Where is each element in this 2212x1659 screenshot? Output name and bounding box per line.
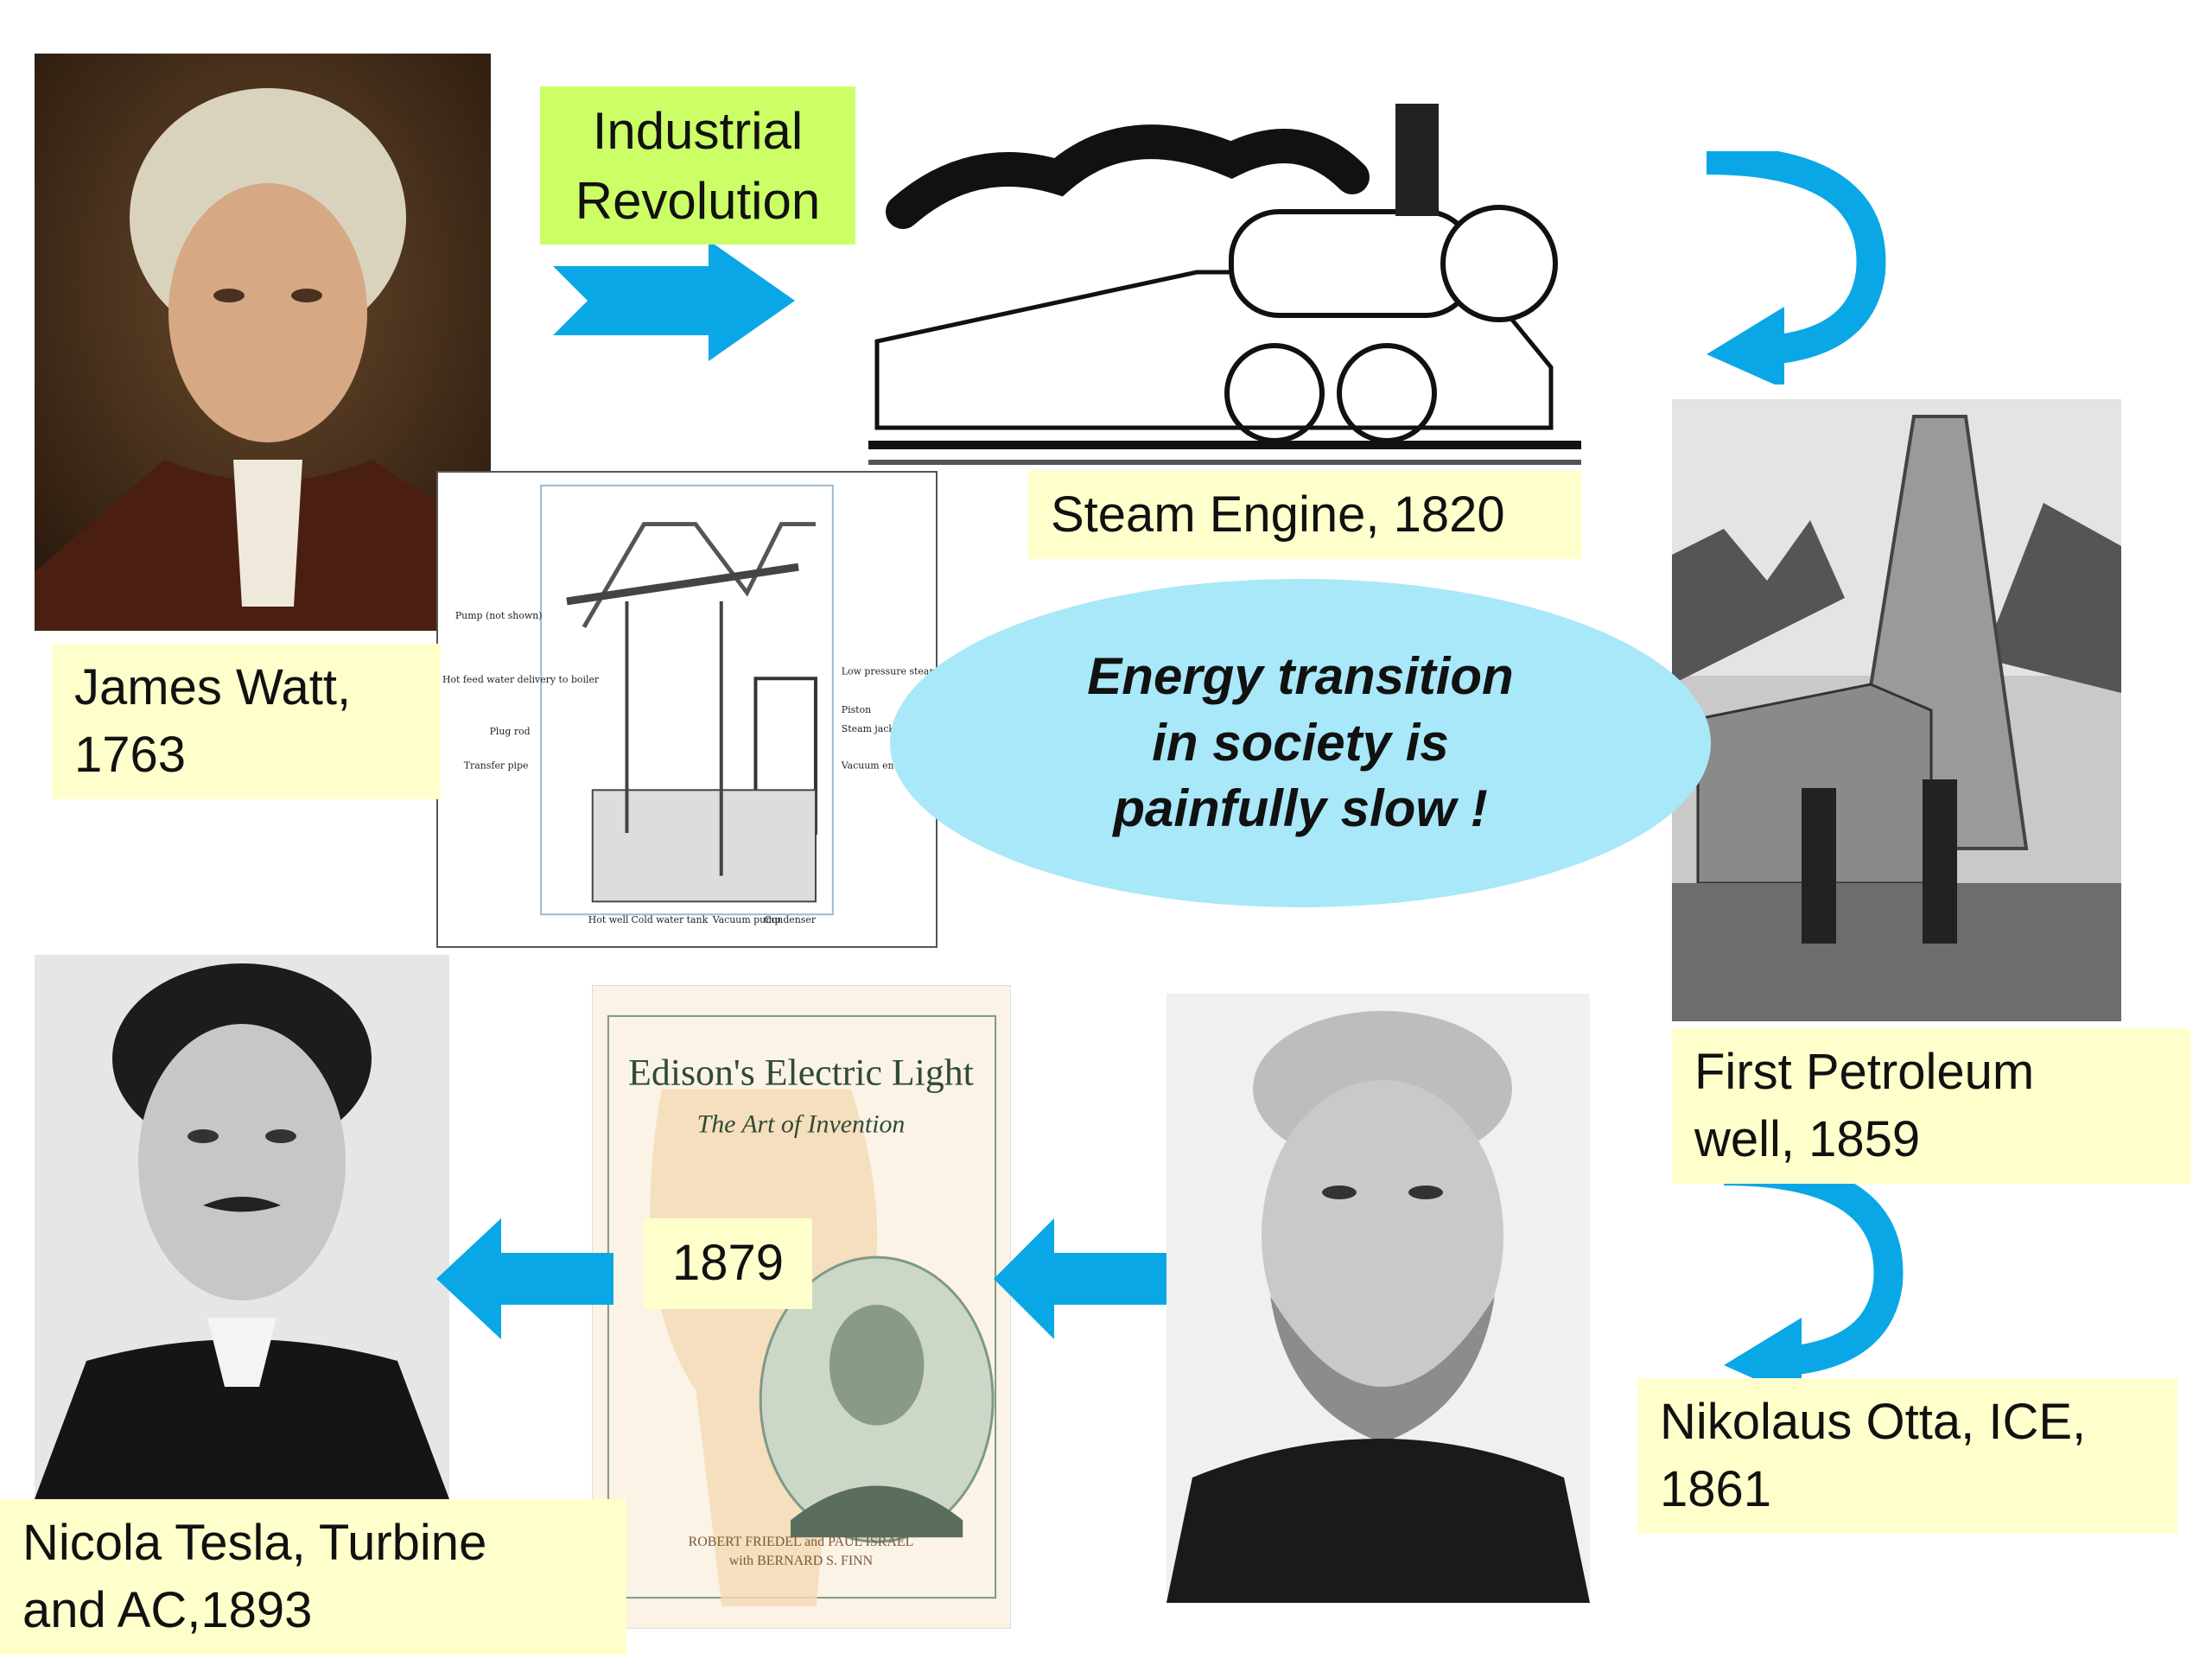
arrow-left-icon	[436, 1218, 613, 1339]
diagram-label: Vacuum pump	[712, 914, 781, 925]
newcomen-engine-diagram: Pump (not shown) Hot feed water delivery…	[436, 471, 938, 948]
curved-arrow-down-icon	[1706, 151, 1886, 385]
book-authors: ROBERT FRIEDEL and PAUL ISRAEL	[689, 1535, 914, 1549]
petroleum-well-label: First Petroleum well, 1859	[1672, 1028, 2190, 1184]
diagram-label: Piston	[842, 704, 871, 715]
book-authors-secondary: with BERNARD S. FINN	[729, 1554, 874, 1568]
book-subtitle: The Art of Invention	[697, 1110, 906, 1139]
diagram-label: Pump (not shown)	[455, 610, 543, 621]
james-watt-label: James Watt, 1763	[52, 644, 441, 799]
book-title: Edison's Electric Light	[628, 1052, 974, 1094]
arrow-right-icon	[553, 240, 795, 361]
industrial-revolution-label: Industrial Revolution	[540, 86, 855, 245]
james-watt-portrait	[35, 54, 491, 631]
diagram-label: Steam jacket	[842, 723, 905, 734]
edison-year-label: 1879	[644, 1218, 812, 1309]
nikola-tesla-portrait	[35, 955, 449, 1499]
nikolaus-otto-portrait	[1166, 994, 1590, 1603]
steam-engine-label: Steam Engine, 1820	[1028, 471, 1581, 559]
diagram-label: Hot feed water delivery to boiler	[442, 674, 600, 685]
diagram-label: Low pressure steam end of cyl.	[842, 665, 936, 677]
diagram-label: Condenser	[764, 914, 816, 925]
steam-locomotive-illustration	[868, 82, 1581, 471]
diagram-label: Plug rod	[490, 726, 531, 737]
curved-arrow-down-icon	[1723, 1162, 1904, 1395]
petroleum-well-photo	[1672, 399, 2121, 1021]
arrow-left-icon	[994, 1218, 1166, 1339]
energy-transition-message: Energy transition in society is painfull…	[890, 579, 1711, 907]
diagram-label: Transfer pipe	[464, 760, 529, 772]
nicola-tesla-label: Nicola Tesla, Turbine and AC,1893	[0, 1499, 626, 1655]
diagram-label: Cold water tank	[631, 914, 708, 925]
diagram-label: Hot well	[588, 914, 629, 925]
nikolaus-otta-label: Nikolaus Otta, ICE, 1861	[1637, 1378, 2177, 1534]
